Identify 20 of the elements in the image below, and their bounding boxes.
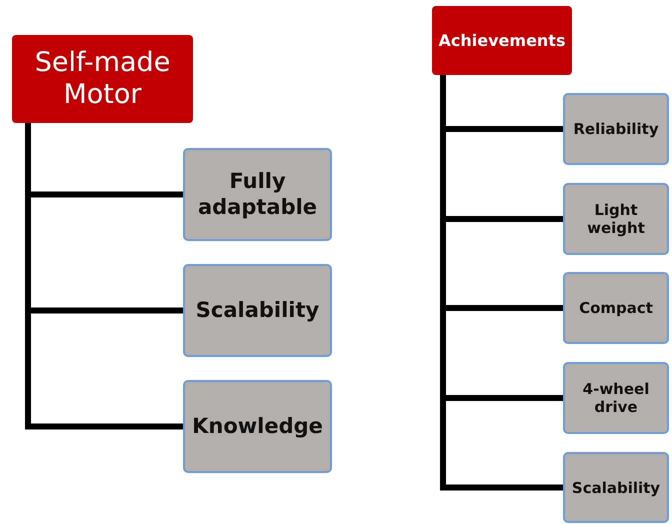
box-label: Reliability <box>573 120 659 138</box>
item-box <box>183 380 332 473</box>
box-label: Self-made Motor <box>34 46 172 112</box>
item-box <box>563 93 669 165</box>
title-box <box>432 6 572 75</box>
item-box <box>183 148 332 241</box>
box-label: Knowledge <box>192 414 323 440</box>
item-box <box>563 272 669 344</box>
box-label: Light weight <box>586 201 646 237</box>
box-label: Fully adaptable <box>196 169 318 220</box>
item-box <box>563 362 669 434</box>
item-box <box>563 183 669 255</box>
title-box <box>12 35 193 123</box>
box-label: Scalability <box>572 478 660 496</box>
box-label: Achievements <box>438 30 566 50</box>
box-label: 4-wheel drive <box>582 380 650 416</box>
item-box <box>183 264 332 357</box>
box-label: Compact <box>579 299 653 317</box>
item-box <box>563 452 669 523</box>
box-label: Scalability <box>196 298 320 324</box>
